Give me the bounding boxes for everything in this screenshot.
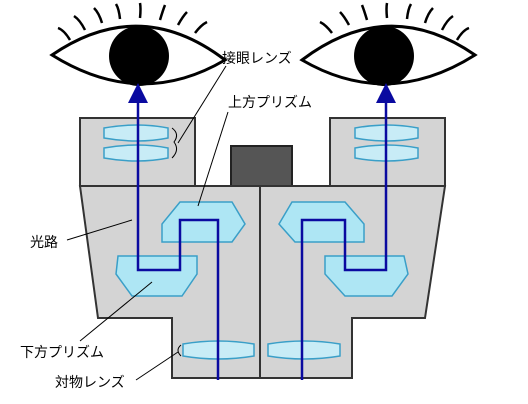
left-light-path: [128, 83, 220, 380]
eyepiece-lens-label: 接眼レンズ: [222, 51, 292, 67]
right-light-path: [300, 83, 396, 380]
left-eye-icon: [49, 2, 228, 86]
upper-prisms: [161, 201, 365, 243]
upper-prism-label: 上方プリズム: [228, 95, 312, 111]
objective-lens-label: 対物レンズ: [55, 375, 125, 391]
left-eyepiece-lenses: [103, 124, 169, 162]
lower-prism-label: 下方プリズム: [20, 345, 104, 361]
leader-lines: [66, 65, 229, 381]
light-path-label: 光路: [30, 235, 58, 251]
right-eye-icon: [299, 2, 478, 86]
